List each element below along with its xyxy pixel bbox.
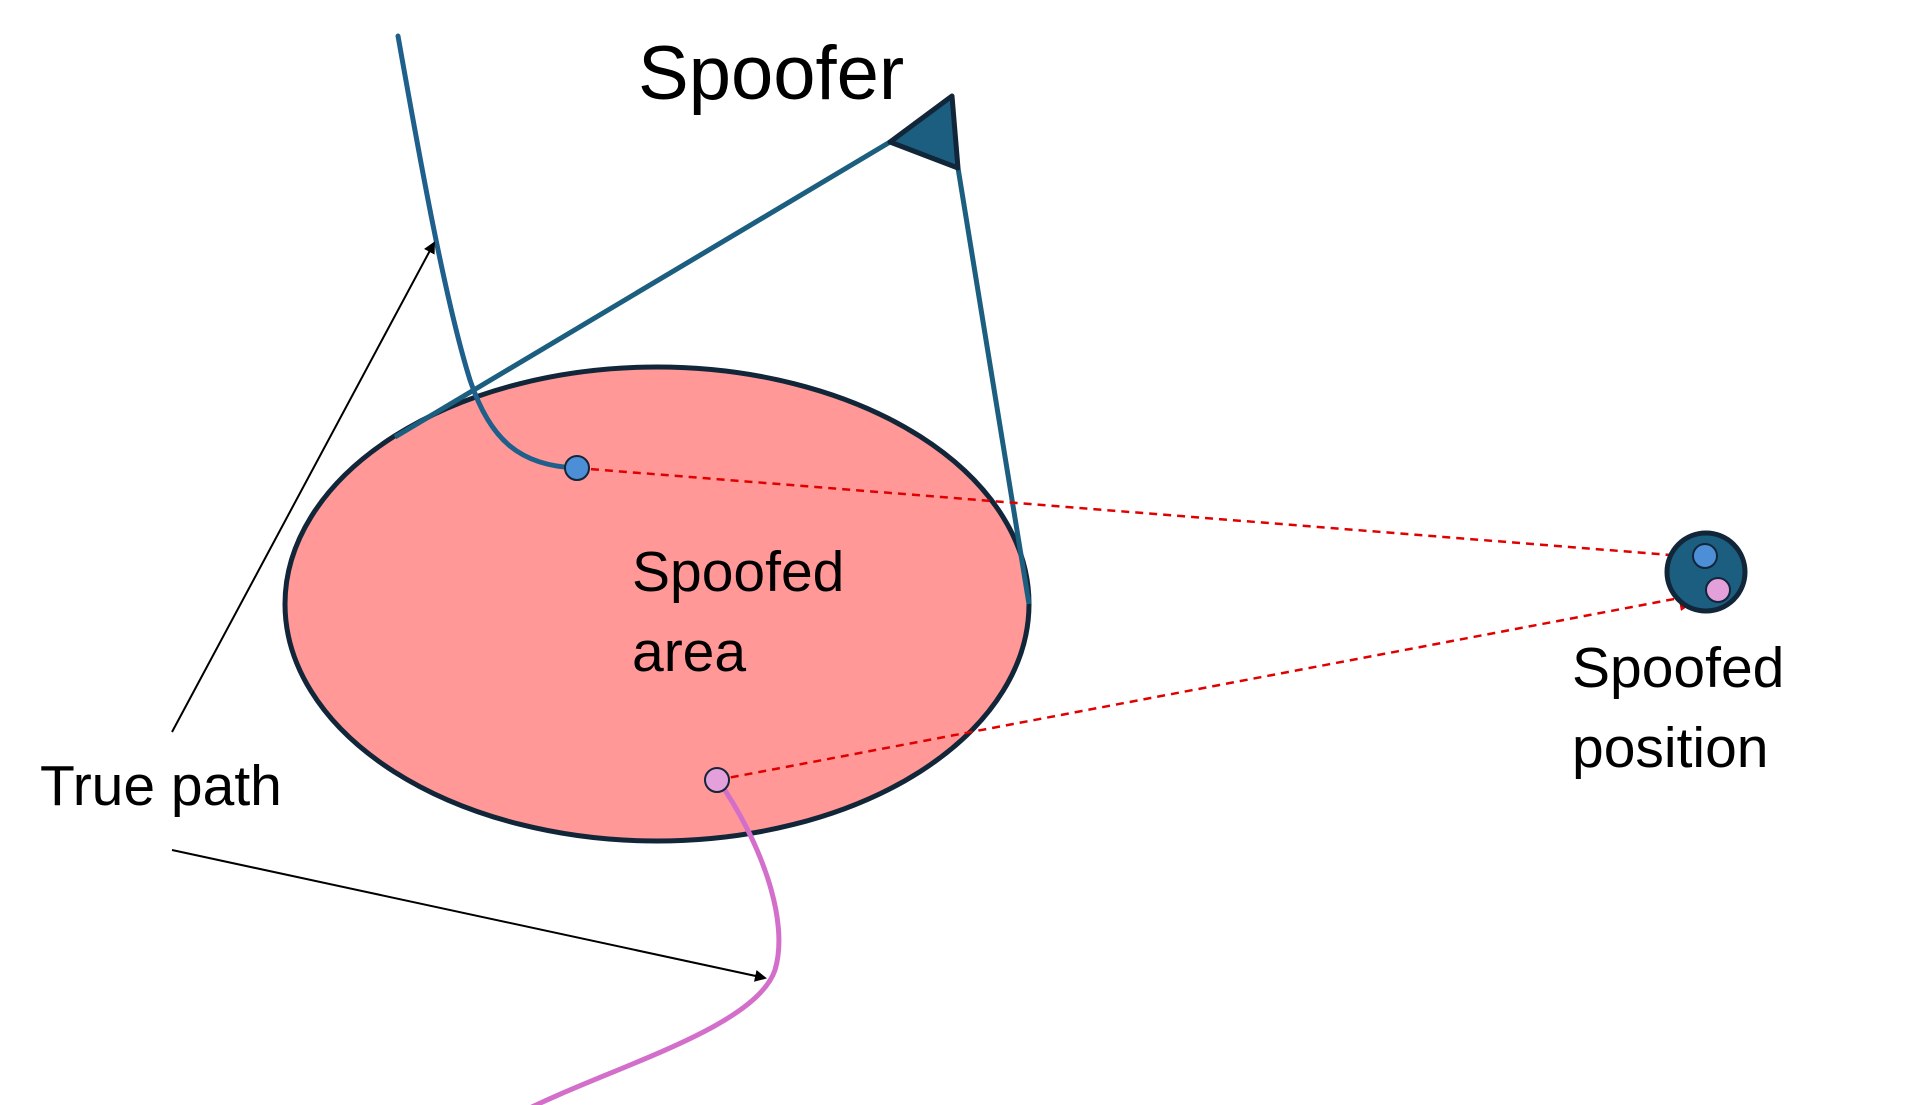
true-path-arrow-up (171, 241, 435, 733)
true-position-pink-point (704, 767, 730, 793)
spoof-arrow-blue (576, 466, 1710, 569)
spoofed-position-label-line1: Spoofed (1572, 636, 1785, 700)
spoofed-area-label: Spoofed area (632, 532, 844, 692)
true-path-blue (395, 33, 580, 471)
spoofed-position-blue-point (1692, 543, 1718, 569)
spoofed-area-label-line1: Spoofed (632, 540, 845, 604)
true-path-arrow-down (171, 849, 767, 982)
true-position-blue-point (564, 455, 590, 481)
spoofed-position-label: Spoofed position (1572, 628, 1784, 788)
spoofer-label: Spoofer (638, 31, 905, 116)
spoofer-beam-right (955, 167, 1032, 605)
spoofed-position-pink-point (1705, 577, 1731, 603)
spoofed-position-label-line2: position (1572, 716, 1769, 780)
spoofer-beam-left (393, 139, 892, 440)
triangle-transmitter-icon (887, 93, 961, 171)
true-path-pink (530, 777, 782, 1105)
spoofed-area-label-line2: area (632, 620, 747, 684)
true-path-label: True path (40, 754, 282, 818)
